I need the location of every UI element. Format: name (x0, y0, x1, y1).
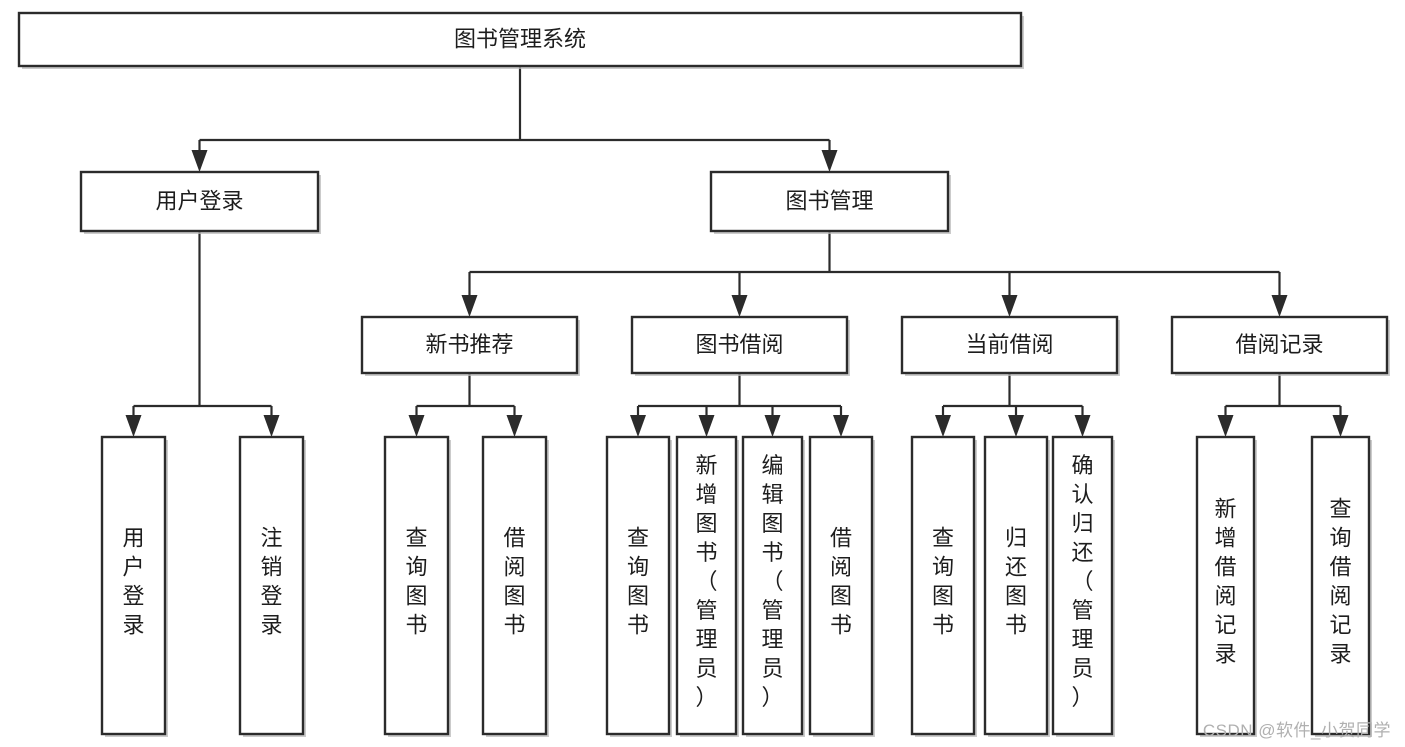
node-box[interactable] (630, 315, 849, 375)
connector-group-book-manage (461, 231, 1288, 317)
node-label: 新书推荐 (425, 332, 513, 357)
node-label: 借阅图书 (830, 526, 852, 638)
arrow-head-icon (935, 415, 951, 437)
node-user-login[interactable]: 用户登录 (79, 170, 321, 234)
arrow-head-icon (731, 295, 748, 317)
node-box[interactable] (605, 435, 671, 736)
watermark-label: CSDN @软件_小贺同学 (1202, 721, 1391, 740)
node-label: 用户登录 (155, 188, 243, 213)
node-leaf-query-book-1[interactable]: 查询图书 (383, 435, 451, 737)
connector-group-root (191, 66, 838, 172)
connector-group-book-borrow (630, 373, 849, 437)
arrow-head-icon (263, 415, 280, 437)
node-label: 当前借阅 (965, 332, 1053, 357)
arrow-head-icon (461, 295, 478, 317)
node-box[interactable] (1195, 435, 1256, 736)
arrow-head-icon (1008, 415, 1024, 437)
node-box[interactable] (709, 170, 950, 233)
node-current-borrow[interactable]: 当前借阅 (900, 315, 1120, 376)
node-label: 图书管理系统 (454, 26, 586, 51)
node-leaf-edit-book[interactable]: 编辑图书（管理员） (741, 435, 805, 737)
node-label: 图书管理 (785, 188, 873, 213)
node-label: 用户登录 (122, 526, 144, 638)
arrow-head-icon (408, 415, 425, 437)
node-box[interactable] (17, 11, 1023, 68)
node-label: 图书借阅 (695, 332, 783, 357)
arrow-head-icon (506, 415, 523, 437)
node-leaf-user-login[interactable]: 用户登录 (100, 435, 168, 737)
node-box[interactable] (675, 435, 738, 736)
arrow-head-icon (821, 150, 838, 172)
node-box[interactable] (1170, 315, 1389, 375)
node-new-book-rec[interactable]: 新书推荐 (360, 315, 580, 376)
node-leaf-borrow-book-2[interactable]: 借阅图书 (808, 435, 875, 737)
node-leaf-add-record[interactable]: 新增借阅记录 (1195, 435, 1257, 737)
node-book-manage[interactable]: 图书管理 (709, 170, 951, 234)
connector-group-user-login (125, 231, 280, 437)
node-box[interactable] (100, 435, 167, 736)
node-box[interactable] (741, 435, 804, 736)
node-box[interactable] (79, 170, 320, 233)
arrow-head-icon (764, 415, 781, 437)
node-label: 查询图书 (932, 526, 954, 638)
node-box[interactable] (238, 435, 305, 736)
node-label: 查询图书 (405, 526, 427, 638)
connector-group-current-borrow (935, 373, 1091, 437)
arrow-head-icon (630, 415, 646, 437)
node-label: 注销登录 (260, 526, 282, 638)
node-root[interactable]: 图书管理系统 (17, 11, 1024, 69)
arrow-head-icon (191, 150, 208, 172)
node-label: 新增图书（管理员） (695, 453, 717, 710)
node-label: 查询图书 (627, 526, 649, 638)
node-box[interactable] (1310, 435, 1371, 736)
node-label: 新增借阅记录 (1214, 497, 1236, 667)
arrow-head-icon (1074, 415, 1091, 437)
node-box[interactable] (910, 435, 976, 736)
node-leaf-query-record[interactable]: 查询借阅记录 (1310, 435, 1372, 737)
node-borrow-record[interactable]: 借阅记录 (1170, 315, 1390, 376)
node-label: 归还图书 (1005, 526, 1027, 638)
node-label: 借阅记录 (1235, 332, 1323, 357)
node-box[interactable] (481, 435, 548, 736)
node-box[interactable] (900, 315, 1119, 375)
connector-group-new-book-rec (408, 373, 523, 437)
node-box[interactable] (360, 315, 579, 375)
node-layer: 图书管理系统用户登录图书管理新书推荐图书借阅当前借阅借阅记录用户登录注销登录查询… (17, 11, 1390, 737)
node-leaf-query-book-2[interactable]: 查询图书 (605, 435, 672, 737)
node-leaf-query-book-3[interactable]: 查询图书 (910, 435, 977, 737)
node-label: 借阅图书 (503, 526, 525, 638)
connector-layer (125, 66, 1349, 437)
arrow-head-icon (1001, 295, 1018, 317)
node-box[interactable] (983, 435, 1049, 736)
node-label: 确认归还（管理员） (1071, 453, 1093, 710)
node-label: 编辑图书（管理员） (761, 453, 783, 710)
node-box[interactable] (808, 435, 874, 736)
arrow-head-icon (1217, 415, 1234, 437)
node-leaf-borrow-book-1[interactable]: 借阅图书 (481, 435, 549, 737)
node-leaf-add-book[interactable]: 新增图书（管理员） (675, 435, 739, 737)
node-leaf-return-book[interactable]: 归还图书 (983, 435, 1050, 737)
node-leaf-confirm-return[interactable]: 确认归还（管理员） (1051, 435, 1115, 737)
connector-group-borrow-record (1217, 373, 1349, 437)
arrow-head-icon (833, 415, 849, 437)
node-book-borrow[interactable]: 图书借阅 (630, 315, 850, 376)
node-box[interactable] (383, 435, 450, 736)
arrow-head-icon (125, 415, 142, 437)
node-leaf-logout[interactable]: 注销登录 (238, 435, 306, 737)
arrow-head-icon (1271, 295, 1288, 317)
arrow-head-icon (1332, 415, 1349, 437)
node-box[interactable] (1051, 435, 1114, 736)
arrow-head-icon (698, 415, 715, 437)
node-label: 查询借阅记录 (1329, 497, 1351, 667)
